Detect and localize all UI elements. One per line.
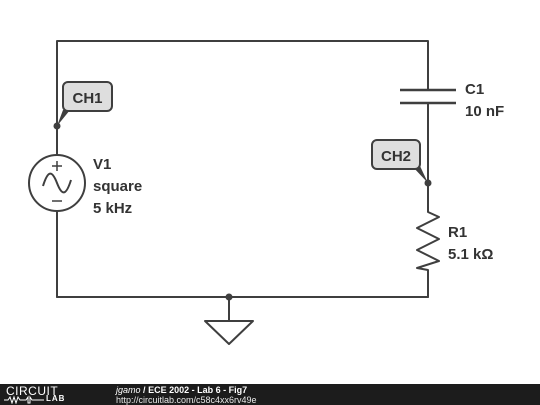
circuit-schematic: V1 square 5 kHz C1 10 nF R1 5.1 kΩ CH1 C… (28, 40, 504, 345)
author-link[interactable]: jgamo (116, 385, 141, 395)
probe-pointer-ch1 (57, 110, 70, 126)
logo-text-lab: LAB (46, 394, 66, 403)
probe-ch2[interactable]: CH2 (371, 139, 428, 183)
path-separator: / (143, 385, 146, 395)
circuit-url[interactable]: http://circuitlab.com/c58c4xx6rv49e (116, 395, 257, 405)
plus-sign-icon (52, 161, 62, 171)
logo-text-circuit: CIRCUIT (6, 384, 59, 398)
probe-box-ch1 (62, 81, 113, 112)
probe-ch1[interactable]: CH1 (57, 81, 113, 126)
v1-value: 5 kHz (93, 200, 132, 217)
resistor-r1[interactable] (416, 207, 440, 275)
probe-pointer-ch2 (412, 166, 428, 183)
resistor-zigzag (416, 207, 440, 275)
r1-name: R1 (448, 224, 467, 241)
probe-label-ch1: CH1 (72, 90, 102, 107)
circuit-info: jgamo / ECE 2002 - Lab 6 - Fig7 http://c… (116, 385, 257, 405)
c1-value: 10 nF (465, 103, 504, 120)
probe-box-ch2 (371, 139, 421, 170)
v1-name: V1 (93, 156, 111, 173)
circuit-title-line: jgamo / ECE 2002 - Lab 6 - Fig7 (116, 385, 257, 395)
ground-icon[interactable] (204, 320, 254, 345)
sine-wave-icon (42, 172, 72, 194)
wires (56, 40, 429, 322)
footer-bar: CIRCUIT LAB jgamo / ECE 2002 - Lab 6 - F… (0, 384, 540, 405)
wire-top (56, 40, 429, 155)
probe-label-ch2: CH2 (381, 148, 411, 165)
circuitlab-logo[interactable]: CIRCUIT LAB (4, 384, 90, 404)
capacitor-c1[interactable] (400, 88, 456, 105)
logo-wave-icon (4, 395, 44, 404)
r1-value: 5.1 kΩ (448, 246, 493, 263)
junction-ground (225, 293, 233, 301)
v1-type: square (93, 178, 142, 195)
voltage-source-v1[interactable] (28, 154, 86, 212)
circuit-title: ECE 2002 - Lab 6 - Fig7 (148, 385, 248, 395)
c1-name: C1 (465, 81, 484, 98)
